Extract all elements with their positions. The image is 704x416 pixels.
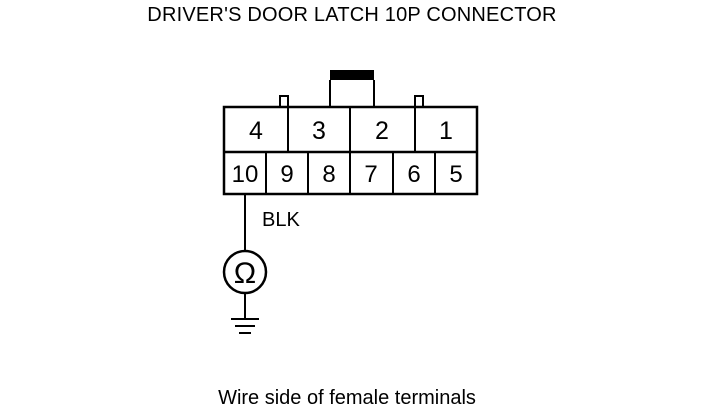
terminal-3: 3 bbox=[312, 117, 326, 145]
top-row-dividers bbox=[287, 107, 416, 152]
terminal-1: 1 bbox=[439, 117, 453, 145]
terminal-9: 9 bbox=[280, 161, 293, 188]
terminal-8: 8 bbox=[322, 161, 335, 188]
connector-lock-tab bbox=[329, 70, 375, 107]
terminal-10: 10 bbox=[232, 161, 259, 188]
diagram-title: DRIVER'S DOOR LATCH 10P CONNECTOR bbox=[147, 4, 557, 26]
guide-post-right bbox=[414, 95, 424, 107]
terminal-6: 6 bbox=[407, 161, 420, 188]
ohm-symbol: Ω bbox=[234, 257, 256, 290]
bottom-row-dividers bbox=[265, 152, 436, 194]
terminal-4: 4 bbox=[249, 117, 263, 145]
ohmmeter-icon: Ω bbox=[222, 249, 268, 295]
terminal-7: 7 bbox=[364, 161, 377, 188]
diagram-caption: Wire side of female terminals bbox=[218, 387, 476, 409]
terminal-2: 2 bbox=[375, 117, 389, 145]
wire-color-label: BLK bbox=[262, 209, 300, 231]
guide-post-left bbox=[279, 95, 289, 107]
terminal-5: 5 bbox=[449, 161, 462, 188]
ground-icon bbox=[231, 318, 259, 334]
